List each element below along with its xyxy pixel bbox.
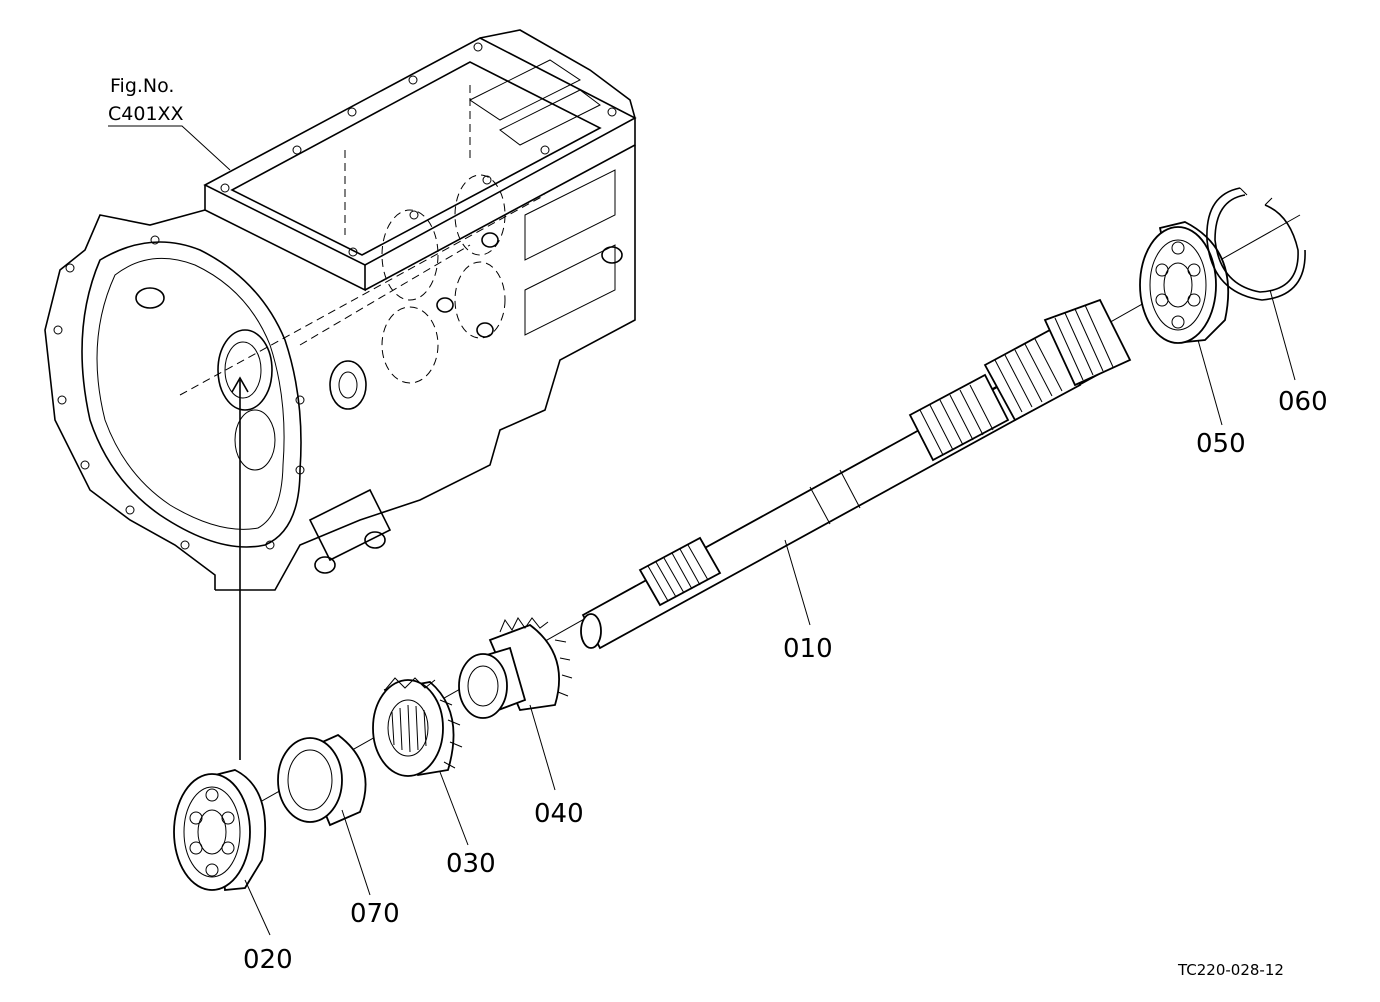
snap-ring-060-part — [1206, 187, 1306, 301]
figure-reference-callout: Fig.No. C401XX — [108, 75, 231, 171]
label-040: 040 — [534, 799, 584, 829]
transmission-case — [44, 29, 637, 591]
spur-gear-040-part — [458, 617, 573, 719]
leader-050 — [1197, 339, 1223, 426]
label-030: 030 — [446, 849, 496, 879]
leader-020 — [244, 879, 271, 936]
main-shaft-part — [174, 214, 1301, 851]
label-010: 010 — [783, 634, 833, 664]
leader-040 — [529, 704, 556, 791]
helical-gear-030-part — [372, 677, 463, 777]
leader-010 — [784, 539, 811, 626]
label-050: 050 — [1196, 429, 1246, 459]
collar-070-part — [277, 733, 367, 827]
figure-ref-line1: Fig.No. — [110, 75, 174, 97]
bearing-020-part — [173, 769, 267, 891]
label-070: 070 — [350, 899, 400, 929]
label-060: 060 — [1278, 387, 1328, 417]
leader-030 — [439, 771, 469, 846]
leader-070 — [341, 809, 371, 896]
label-020: 020 — [243, 945, 293, 975]
bearing-050-part — [1139, 221, 1230, 344]
drawing-code: TC220-028-12 — [1177, 961, 1284, 979]
leader-060 — [1269, 289, 1296, 381]
figure-ref-line2: C401XX — [108, 103, 184, 125]
